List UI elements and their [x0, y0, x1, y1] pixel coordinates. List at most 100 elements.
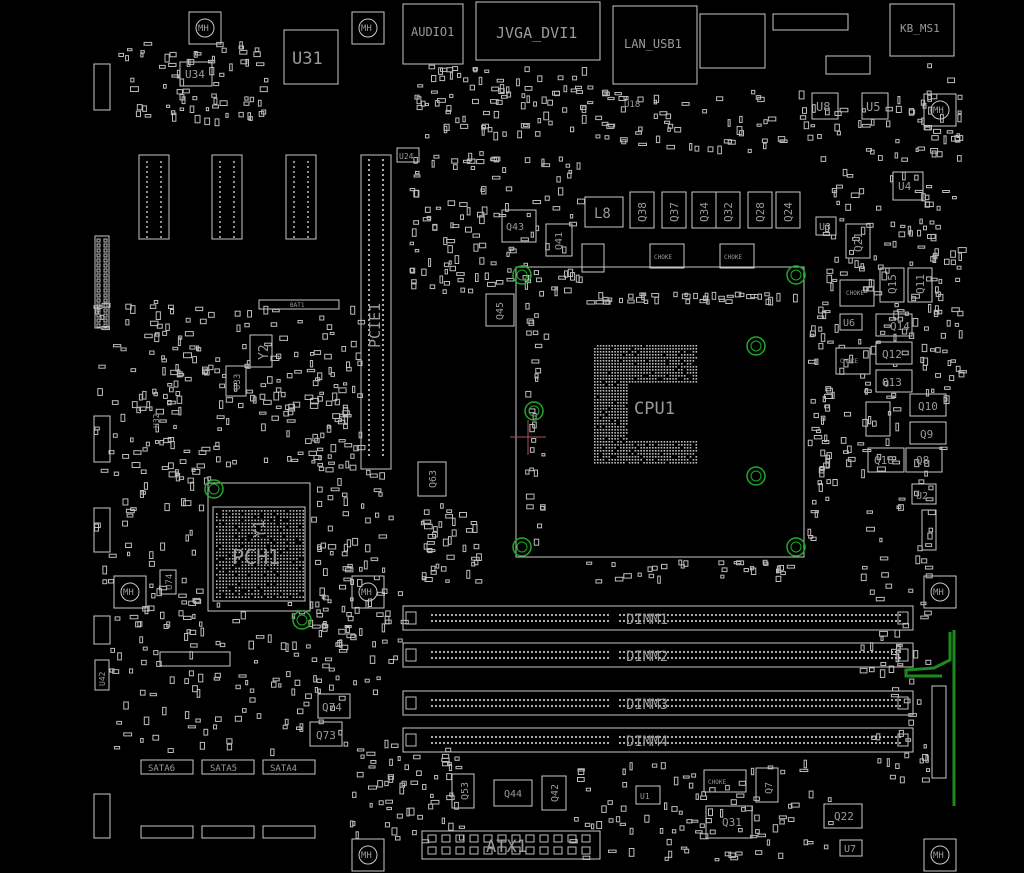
mh-pad-outline[interactable] [188, 11, 222, 45]
pch-chip-outline[interactable] [207, 482, 311, 612]
mount-hole[interactable] [292, 610, 312, 630]
u74-chip-outline[interactable] [159, 569, 177, 595]
mh-pad-outline[interactable] [923, 838, 957, 872]
q9-outline[interactable] [909, 421, 947, 445]
small-header-2-outline[interactable] [93, 507, 111, 553]
choke-top-3-outline[interactable] [581, 243, 605, 273]
cpu-pad [614, 372, 616, 374]
atx-connector-outline[interactable] [421, 830, 601, 860]
l8-inductor-outline[interactable] [584, 196, 624, 228]
q10-outline[interactable] [909, 393, 947, 417]
pch-ball [260, 519, 263, 522]
small-header-outline[interactable] [93, 415, 111, 463]
lan-usb-connector-outline[interactable] [612, 5, 698, 85]
vga-dvi-connector-outline[interactable] [475, 1, 601, 61]
mount-hole[interactable] [512, 537, 532, 557]
u2-chip-outline[interactable] [911, 483, 937, 505]
header-right-3-outline[interactable] [931, 685, 947, 779]
q8-outline[interactable] [905, 447, 943, 473]
u31-chip-outline[interactable] [283, 29, 339, 85]
dimm-latch[interactable] [405, 733, 417, 747]
q24-outline[interactable] [775, 191, 801, 229]
dimm1-slot-outline[interactable] [402, 605, 914, 631]
battery-outline[interactable] [258, 299, 340, 310]
mid-header-outline[interactable] [159, 651, 231, 667]
mount-hole[interactable] [786, 265, 806, 285]
pci-slot-2-outline[interactable] [211, 154, 243, 240]
choke-top-2-outline[interactable] [719, 243, 755, 269]
dimm-latch[interactable] [897, 648, 909, 662]
u33-chip-outline[interactable] [225, 365, 247, 397]
sata-low-1-outline[interactable] [140, 825, 194, 839]
small-header-3-outline[interactable] [93, 615, 111, 645]
dimm-latch[interactable] [405, 696, 417, 710]
q22-outline[interactable] [823, 803, 863, 829]
u5-chip-outline[interactable] [861, 92, 889, 120]
choke-top-1-outline[interactable] [649, 243, 685, 269]
sata5-outline[interactable] [201, 759, 255, 775]
u24-chip-outline[interactable] [396, 147, 420, 163]
dimm4-slot-outline[interactable] [402, 727, 914, 753]
u1-chip-outline[interactable] [635, 785, 661, 805]
small-header-4-outline[interactable] [93, 793, 111, 839]
q41-outline[interactable] [545, 223, 573, 257]
smd-pad [925, 201, 934, 208]
q74-outline[interactable] [317, 693, 351, 719]
cpu-socket-outline[interactable] [515, 266, 805, 558]
kb-ms-connector-outline[interactable] [889, 3, 955, 57]
q45-outline[interactable] [485, 293, 515, 327]
mh-pad-outline[interactable] [113, 575, 147, 609]
q53-outline[interactable] [451, 773, 475, 809]
pci-slot-1-outline[interactable] [138, 154, 170, 240]
u42-chip-outline[interactable] [94, 659, 110, 691]
u7-chip-outline[interactable] [839, 839, 863, 857]
q21-outline[interactable] [845, 223, 871, 259]
q42-outline[interactable] [541, 775, 567, 811]
u8-chip-outline[interactable] [811, 92, 839, 120]
dimm-latch[interactable] [405, 648, 417, 662]
header-right-2-outline[interactable] [825, 55, 871, 75]
q15-outline[interactable] [879, 267, 905, 303]
dimm2-slot-outline[interactable] [402, 642, 914, 668]
q44-outline[interactable] [493, 779, 533, 807]
y2-crystal-outline[interactable] [249, 334, 273, 368]
choke-right-2-outline[interactable] [835, 347, 871, 375]
mh-pad-outline[interactable] [351, 11, 385, 45]
mount-hole[interactable] [746, 336, 766, 356]
u6-chip-outline[interactable] [839, 313, 863, 331]
mh-pad-outline[interactable] [351, 838, 385, 872]
q18-outline[interactable] [867, 447, 905, 473]
choke-right-3-outline[interactable] [865, 401, 891, 437]
q38-outline[interactable] [629, 191, 655, 229]
mount-hole[interactable] [786, 537, 806, 557]
q63-outline[interactable] [417, 461, 447, 497]
audio-connector-outline[interactable] [402, 3, 464, 65]
dimm3-slot-outline[interactable] [402, 690, 914, 716]
q37-outline[interactable] [661, 191, 687, 229]
pci-slot-3-outline[interactable] [285, 154, 317, 240]
sata4-outline[interactable] [262, 759, 316, 775]
serial-header-outline[interactable] [772, 13, 849, 31]
mh-pad-outline[interactable] [923, 93, 957, 127]
dimm-pin [862, 650, 866, 654]
mount-hole[interactable] [524, 401, 544, 421]
q7-outline[interactable] [755, 767, 779, 803]
q13-outline[interactable] [875, 369, 913, 393]
usb-header-left-outline[interactable] [93, 63, 111, 111]
usb-connector-outline[interactable] [699, 13, 766, 69]
mh-pad-outline[interactable] [923, 575, 957, 609]
sata6-outline[interactable] [140, 759, 194, 775]
pcie-slot-outline[interactable] [360, 154, 392, 470]
q11-outline[interactable] [907, 267, 933, 303]
q32-outline[interactable] [715, 191, 741, 229]
dimm-pin [594, 698, 598, 702]
dimm-latch[interactable] [405, 611, 417, 625]
mount-hole[interactable] [746, 466, 766, 486]
u4-chip-outline[interactable] [892, 171, 924, 201]
sata-low-3-outline[interactable] [262, 825, 316, 839]
mount-hole[interactable] [204, 479, 224, 499]
q28-outline[interactable] [747, 191, 773, 229]
sata-low-2-outline[interactable] [201, 825, 255, 839]
mount-hole[interactable] [512, 265, 532, 285]
